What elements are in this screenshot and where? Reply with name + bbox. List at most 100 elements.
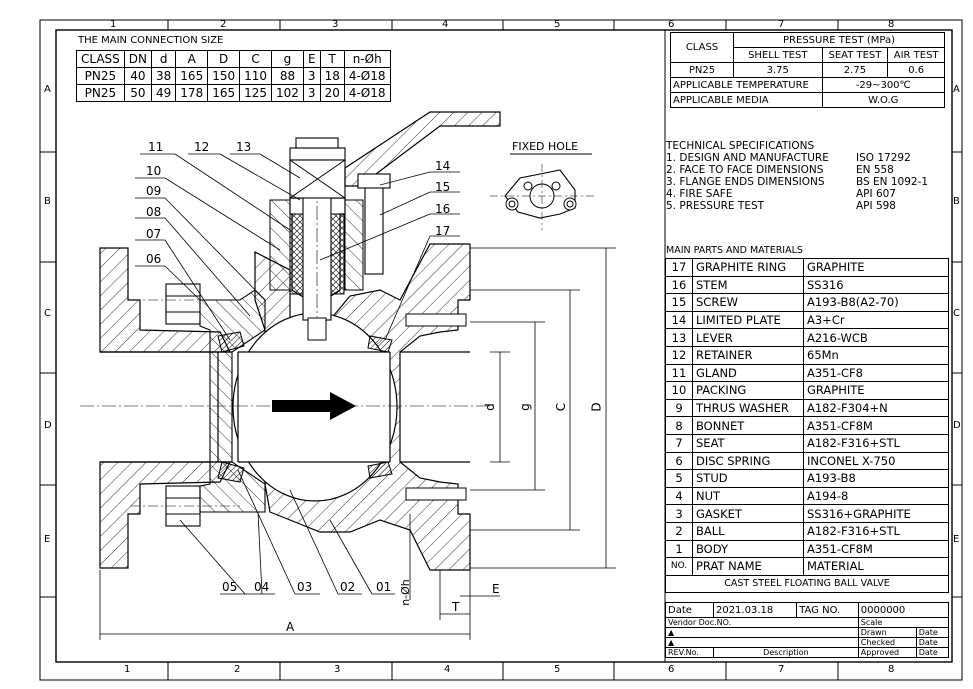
table-cell: A216-WCB	[803, 328, 949, 347]
class-header: CLASS	[670, 32, 734, 63]
grid-col-4: 4	[442, 19, 449, 30]
table-cell: 4-Ø18	[343, 67, 391, 85]
grid-col-7: 7	[778, 19, 785, 30]
date-label: Date	[665, 602, 714, 618]
table-row: PN25 50 49 178 165 125 102 3 20 4-Ø18	[76, 84, 391, 102]
tag-value: 0000000	[857, 602, 950, 618]
grid-col-5-bottom: 5	[554, 664, 561, 675]
callout-17: 17	[435, 224, 451, 238]
rev-mark-2: ▲	[665, 637, 859, 648]
table-cell: THRUS WASHER	[692, 398, 804, 418]
callout-13: 13	[236, 140, 252, 154]
callout-12: 12	[194, 140, 210, 154]
table-cell: A351-CF8M	[803, 539, 949, 559]
table-cell: DN	[123, 50, 153, 68]
table-cell: 10	[665, 381, 693, 400]
callout-07: 07	[146, 227, 162, 241]
table-cell: 3	[302, 67, 321, 85]
table-cell: A182-F304+N	[803, 398, 949, 418]
callout-14: 14	[435, 159, 451, 173]
table-cell: NUT	[692, 486, 804, 506]
table-cell: g	[271, 50, 304, 68]
grid-ticks	[40, 20, 962, 680]
table-cell: n-Øh	[343, 50, 391, 68]
dim-a-label: A	[286, 620, 295, 634]
checked-label: Checked	[857, 637, 917, 648]
callout-06: 06	[146, 252, 162, 266]
table-cell: 165	[207, 84, 241, 102]
grid-row-e: E	[44, 534, 51, 545]
tag-label: TAG NO.	[796, 602, 859, 618]
air-test-value: 0.6	[887, 62, 945, 78]
dim-t-label: T	[452, 600, 460, 614]
grid-row-d: D	[44, 420, 52, 431]
table-cell: PN25	[76, 67, 125, 85]
table-cell: DISC SPRING	[692, 451, 804, 471]
table-cell: 150	[207, 67, 241, 85]
dim-bigd-label: D	[589, 402, 604, 412]
date-col-3: Date	[915, 647, 950, 658]
media-label: APPLICABLE MEDIA	[670, 92, 823, 108]
table-cell: 4	[665, 486, 693, 506]
table-cell: A351-CF8	[803, 363, 949, 383]
date-value: 2021.03.18	[712, 602, 798, 618]
pressure-group-header: PRESSURE TEST (MPa)	[733, 32, 945, 48]
grid-col-6: 6	[668, 19, 675, 30]
product-title: CAST STEEL FLOATING BALL VALVE	[665, 574, 949, 594]
grid-col-7-bottom: 7	[778, 664, 785, 675]
callout-16: 16	[435, 202, 451, 216]
table-cell: A	[175, 50, 209, 68]
date-col-1: Date	[915, 627, 950, 638]
table-cell: 12	[665, 345, 693, 365]
approved-label: Approved	[857, 647, 917, 658]
table-cell: E	[302, 50, 321, 68]
table-cell: GRAPHITE RING	[692, 258, 804, 277]
table-cell: 9	[665, 398, 693, 418]
grid-col-8: 8	[888, 19, 895, 30]
callout-08: 08	[146, 205, 162, 219]
seat-test-header: SEAT TEST	[821, 47, 889, 63]
table-cell: 15	[665, 293, 693, 312]
table-cell: LEVER	[692, 328, 804, 347]
table-cell: 3	[665, 504, 693, 523]
callout-03: 03	[297, 580, 313, 594]
table-cell: SS316	[803, 275, 949, 295]
parts-header-row: NO. PRAT NAME MATERIAL	[665, 557, 949, 576]
table-cell: SCREW	[692, 293, 804, 312]
dim-n-oh-label: n-Øh	[398, 579, 412, 606]
table-cell: A182-F316+STL	[803, 433, 949, 453]
connection-table-title: THE MAIN CONNECTION SIZE	[78, 35, 224, 46]
class-value: PN25	[670, 62, 734, 78]
table-cell: A193-B8	[803, 469, 949, 488]
table-cell: SS316+GRAPHITE	[803, 504, 949, 523]
table-cell: NO.	[665, 557, 693, 576]
table-cell: 49	[151, 84, 177, 102]
table-cell: MATERIAL	[803, 557, 949, 576]
grid-col-4-bottom: 4	[444, 664, 451, 675]
callout-11: 11	[148, 140, 164, 154]
connection-size-table: CLASS DN d A D C g E T n-Øh PN25 40 38 1…	[76, 50, 391, 102]
table-cell: 17	[665, 258, 693, 277]
table-cell: GLAND	[692, 363, 804, 383]
table-cell: 102	[271, 84, 304, 102]
dim-g-label: g	[517, 403, 532, 411]
grid-col-2-bottom: 2	[234, 664, 241, 675]
table-cell: LIMITED PLATE	[692, 310, 804, 330]
table-cell: 2	[665, 521, 693, 541]
table-cell: 178	[175, 84, 209, 102]
dim-c-label: C	[554, 402, 569, 412]
table-cell: 5	[665, 469, 693, 488]
table-cell: A194-8	[803, 486, 949, 506]
table-cell: INCONEL X-750	[803, 451, 949, 471]
grid-row-d-right: D	[953, 420, 961, 431]
